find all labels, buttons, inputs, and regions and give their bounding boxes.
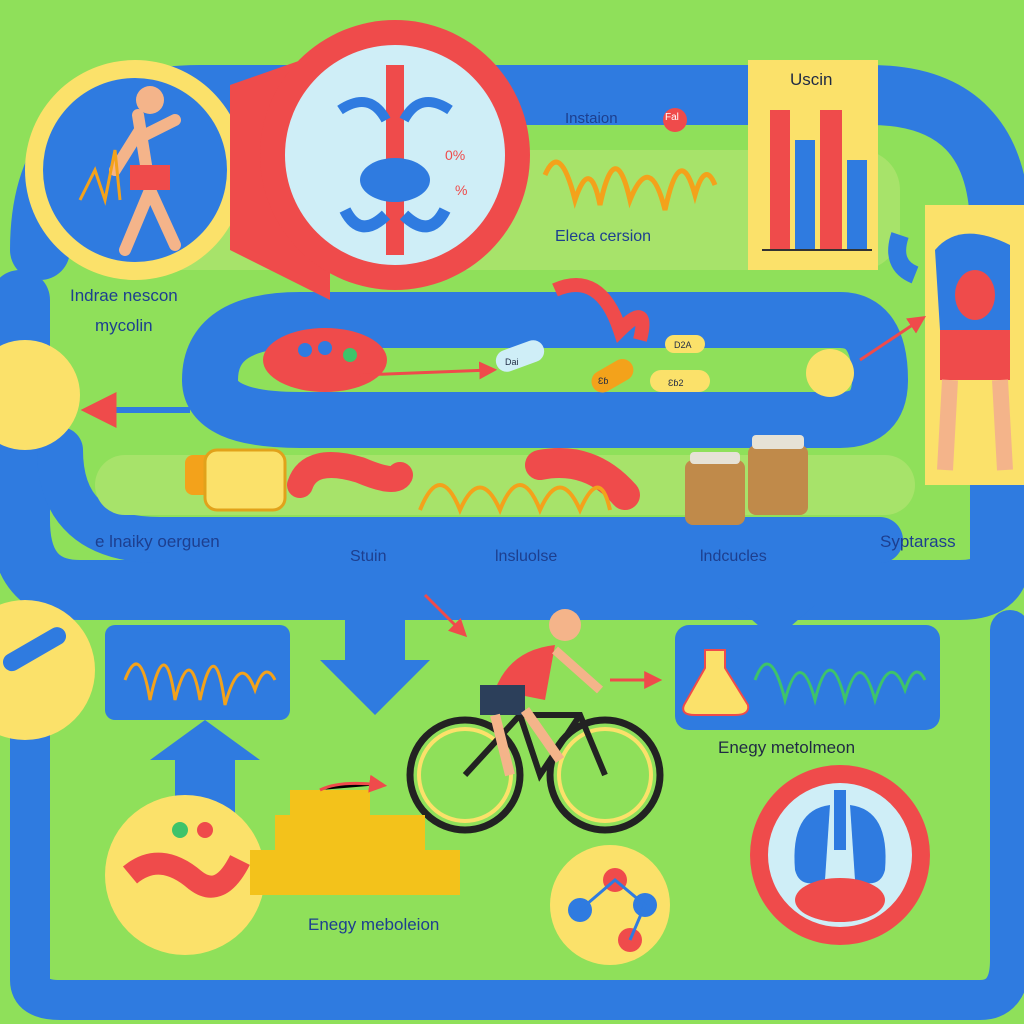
cheese-icon: [185, 448, 287, 512]
capsule-label-4: D2A: [674, 340, 692, 350]
particle-circle-left-lower: [0, 600, 95, 740]
label-usicn: Uscin: [790, 70, 833, 89]
lungs-icon: [750, 765, 930, 945]
up-arrow-left: [150, 720, 260, 820]
percent-label-2: %: [455, 182, 467, 198]
bar-chart-icon: [748, 60, 878, 270]
cyclist-icon: [406, 609, 664, 834]
signal-wave-left: [123, 662, 277, 706]
label-energy-right: Enegy metolmeon: [718, 738, 856, 757]
flask-icon: [682, 649, 750, 716]
protein-strand: [552, 278, 650, 343]
spine-icon: 0% %: [230, 20, 530, 300]
label-stuin: Stuin: [350, 548, 387, 565]
flexing-person-icon: [888, 205, 1024, 485]
gold-bars-icon: [250, 790, 460, 895]
arrow-muscle-to-capsule: [359, 361, 498, 380]
capsule-label-3: Ɛɓ2: [668, 378, 683, 388]
down-arrow-right: [735, 580, 815, 640]
down-arrow-left: [320, 580, 430, 715]
wave-box-left: [105, 625, 290, 720]
percent-label-1: 0%: [445, 147, 465, 163]
label-top-left-1: Indrae nescon: [70, 286, 178, 305]
arrow-to-person: [859, 316, 926, 362]
signal-wave-right: [753, 662, 927, 706]
label-syptarase: Syptarass: [880, 532, 956, 551]
arrow-to-cyclist: [423, 593, 468, 638]
muscle-strip-2: [525, 448, 640, 510]
capsule-label-1: Dai: [505, 357, 519, 367]
pill-badge: [663, 108, 687, 132]
muscle-fiber-icon: [263, 328, 387, 392]
capsule-icon: [495, 335, 710, 393]
jar-icon: [685, 435, 808, 525]
dna-helix: [418, 483, 612, 516]
label-hsluolse: lnsluolse: [495, 548, 558, 565]
label-energy-bottom: Enegy meboleion: [308, 915, 440, 934]
coin-icon: [806, 349, 854, 397]
label-left-mid: e lnaiky oerguen: [95, 532, 220, 551]
muscle-strip-1: [287, 452, 413, 498]
runner-icon: [25, 60, 245, 280]
label-top-left-2: mycolin: [95, 316, 153, 335]
label-instation: Instaion: [565, 110, 618, 127]
digestive-icon: [105, 795, 265, 955]
label-pill-tag: Fal: [665, 112, 679, 123]
molecule-icon: [550, 845, 670, 965]
signal-wave-top: [542, 159, 718, 211]
label-induccles: lndcucles: [700, 548, 767, 565]
arrow-up-gold: [319, 774, 388, 793]
capsule-label-2: Ɛɓ: [598, 376, 608, 386]
label-eleca: Eleca cersion: [555, 228, 652, 245]
syringe-icon: [2, 627, 67, 672]
particle-circle-left: [0, 340, 80, 450]
